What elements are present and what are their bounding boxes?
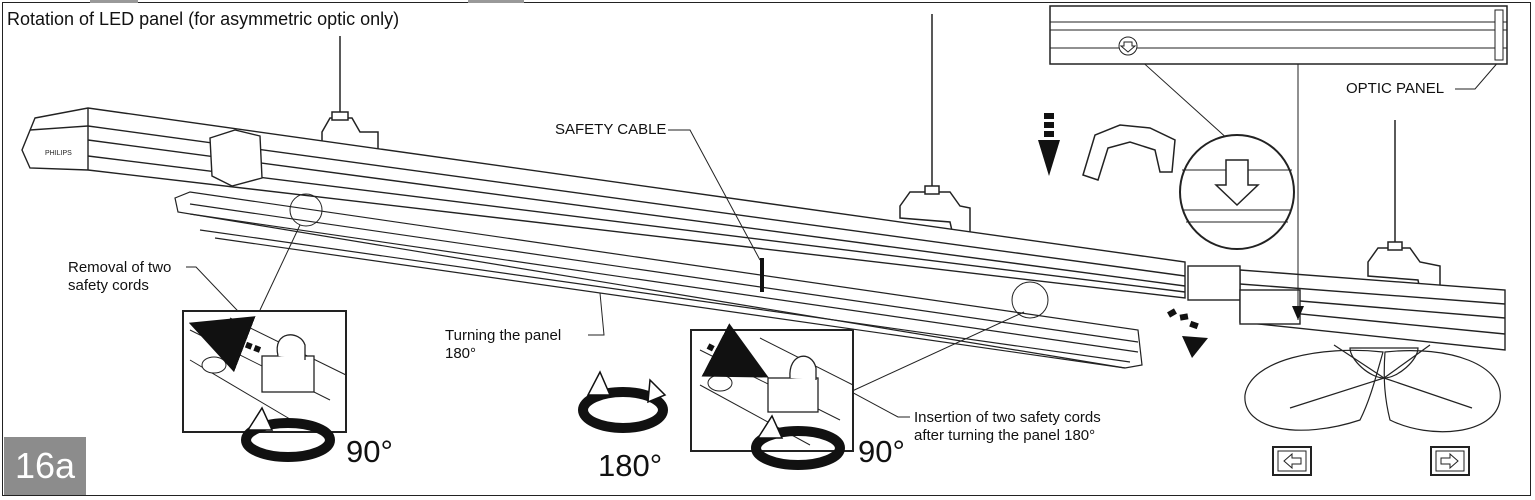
rotate-arrow-right-icon	[751, 414, 845, 470]
label-insertion-line1: Insertion of two safety cords	[914, 409, 1101, 426]
arrow-left-box-icon	[1272, 446, 1312, 476]
angle-right: 90°	[858, 434, 905, 469]
magnifier-detail	[1179, 134, 1295, 250]
label-removal-line2: safety cords	[68, 277, 149, 294]
diagram-title: Rotation of LED panel (for asymmetric op…	[7, 9, 400, 29]
rotate-arrow-center-icon	[578, 370, 668, 433]
label-safety-cable: SAFETY CABLE	[555, 121, 667, 138]
led-panel	[174, 191, 1143, 369]
turn-arrow-icon	[1167, 308, 1208, 358]
hanger-bracket	[1082, 124, 1176, 181]
down-arrow-icon	[1038, 113, 1060, 176]
trunk-rail-right	[1187, 265, 1506, 351]
angle-left: 90°	[346, 434, 393, 469]
label-turning: Turning the panel 180°	[445, 327, 561, 363]
angle-center: 180°	[598, 448, 663, 483]
label-optic-panel: OPTIC PANEL	[1346, 80, 1445, 97]
step-badge: 16a	[4, 437, 86, 495]
brand-mark: PHILIPS	[45, 150, 72, 157]
trunk-rail	[21, 107, 1186, 299]
rotate-arrow-left-icon	[241, 406, 335, 462]
label-removal-line1: Removal of two	[68, 259, 172, 276]
optic-panel-view	[1049, 5, 1508, 65]
arrow-right-box-icon	[1430, 446, 1470, 476]
label-removal: Removal of two safety cords	[68, 259, 171, 295]
label-turning-line2: 180°	[445, 345, 477, 362]
suspension-wires	[339, 14, 1396, 248]
label-turning-line1: Turning the panel	[445, 327, 562, 344]
label-insertion: Insertion of two safety cords after turn…	[914, 409, 1101, 445]
light-distribution	[1244, 344, 1501, 433]
label-insertion-line2: after turning the panel 180°	[914, 427, 1096, 444]
